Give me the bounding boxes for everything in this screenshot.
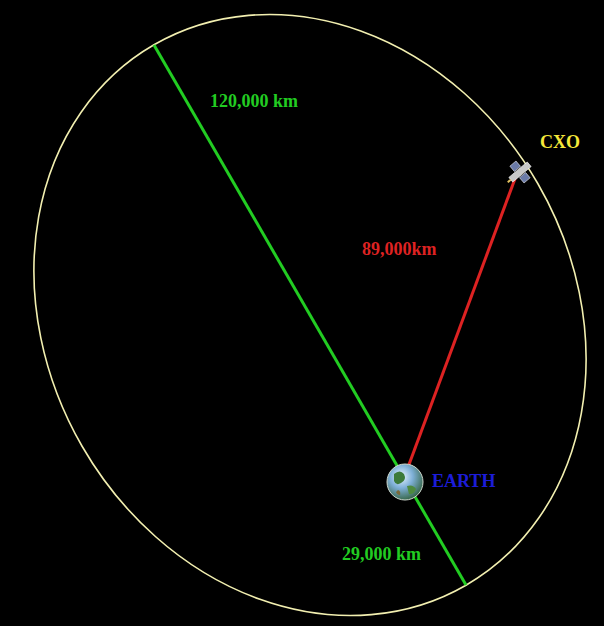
perigee-label: 29,000 km <box>340 545 423 565</box>
satellite-label: CXO <box>538 133 582 153</box>
axis-length-label: 120,000 km <box>208 92 300 112</box>
distance-label: 89,000km <box>360 240 439 260</box>
earth-globe <box>387 464 423 500</box>
major-axis-line <box>154 45 466 585</box>
cxo-satellite <box>501 156 537 191</box>
planet-label: EARTH <box>430 472 497 492</box>
distance-line <box>404 176 516 478</box>
